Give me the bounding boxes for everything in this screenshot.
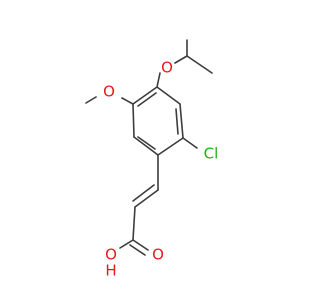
atom-o-methoxy: O: [103, 83, 115, 101]
bond-vinyl-double-a: [134, 189, 159, 208]
bond-vinyl-carboxyl: [132, 206, 136, 241]
bond-ring-inner-3: [137, 92, 157, 107]
molecule-canvas: O O Cl O O H: [85, 39, 218, 280]
bond-c-oh: [119, 239, 134, 249]
bond-ring-c5-c6: [132, 86, 158, 105]
bond-ring-inner-1: [175, 108, 179, 135]
bond-ring-c3-c4: [133, 136, 159, 156]
atom-o-hydroxyl: O: [105, 246, 117, 264]
atom-h-hydroxyl: H: [105, 262, 116, 280]
bond-ring-c1-c2: [179, 103, 184, 139]
bond-ring-inner-2: [137, 136, 156, 150]
bond-carbonyl-double-b: [129, 244, 146, 256]
atom-o-carbonyl: O: [152, 246, 164, 264]
atom-o-isopropoxy: O: [161, 59, 173, 77]
bonds: [85, 39, 213, 256]
bond-vinyl-double-b: [132, 184, 155, 202]
molecule-structure: O O Cl O O H: [85, 39, 218, 280]
bond-o-ch-isopropyl: [174, 55, 188, 64]
atom-labels: O O Cl O O H: [103, 59, 218, 280]
atom-cl: Cl: [204, 145, 219, 163]
bond-ring-o-isopropoxy: [156, 72, 161, 88]
bond-ring-c2-c3: [157, 137, 184, 156]
bond-o-ch3-methoxy: [85, 96, 97, 104]
bond-ring-c6-c1: [156, 86, 181, 105]
bond-carbonyl-double-a: [132, 239, 149, 251]
bond-ch-ch3-right: [186, 55, 213, 74]
bond-ring-o-methoxy: [121, 97, 134, 105]
bond-ring-c4-c5: [132, 103, 135, 138]
bond-ring-cl: [182, 137, 198, 149]
